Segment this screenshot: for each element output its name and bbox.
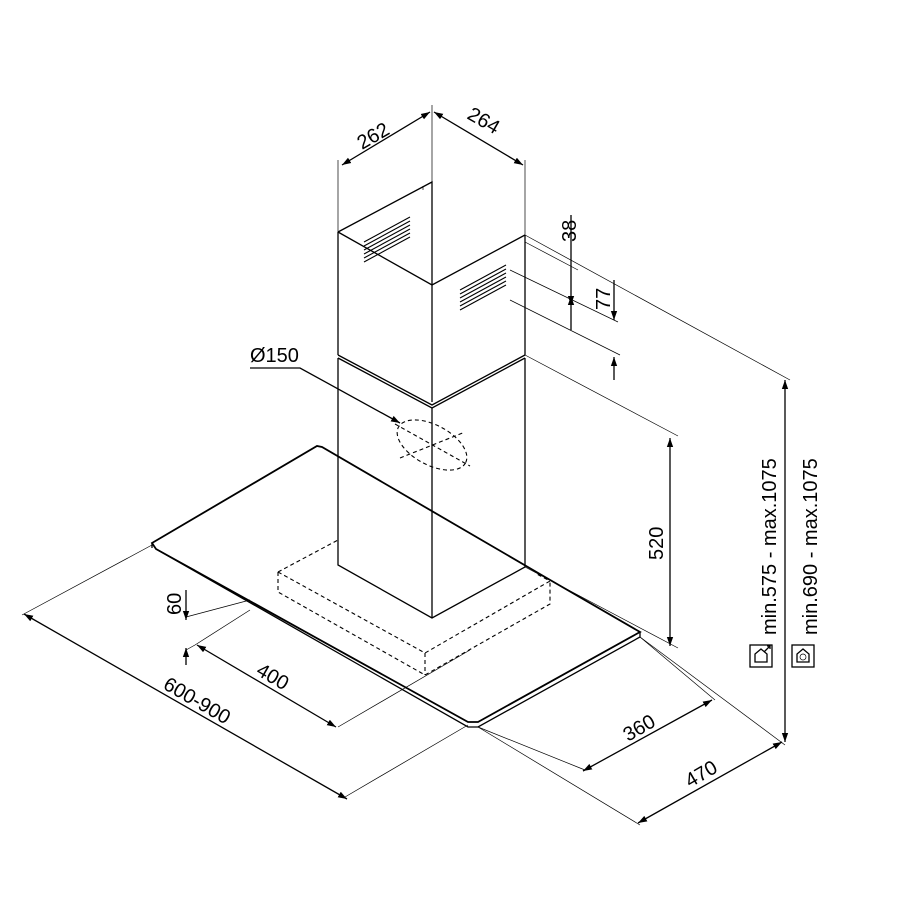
vent-slot-row <box>363 216 411 243</box>
dim-60-label: 60 <box>164 593 186 615</box>
dim-600-900-label: 600-900 <box>160 673 235 729</box>
dim-vent: 38 77 <box>509 215 621 380</box>
vent-slot-row <box>459 276 507 303</box>
dim-262-label: 262 <box>354 119 394 155</box>
vent-slot-row <box>363 236 411 263</box>
vent-slot-row <box>459 268 507 295</box>
dim-outlet: Ø150 <box>250 345 401 424</box>
dim-diameter-label: Ø150 <box>250 345 299 367</box>
height-recirculation-label: min.690 - max.1075 <box>800 458 822 635</box>
dim-overall-height: min.575 - max.1075 min.690 - max.1075 <box>749 380 822 742</box>
vent-slot-row <box>363 224 411 251</box>
hidden-motor-box <box>277 539 552 676</box>
dim-canopy-width: 600-900 <box>21 544 469 800</box>
vent-slot-row <box>363 220 411 247</box>
upper-duct <box>337 180 526 402</box>
vent-slot-row <box>459 280 507 307</box>
dim-lower-duct-height: 520 <box>524 354 679 649</box>
vent-slot-row <box>363 232 411 259</box>
vent-slot-row <box>459 272 507 299</box>
outlet-opening <box>394 419 471 471</box>
dim-400-label: 400 <box>253 659 293 695</box>
dim-77-label: 77 <box>593 288 615 310</box>
vent-slot-row <box>459 284 507 311</box>
lower-duct <box>337 354 526 619</box>
vent-slot-row <box>363 228 411 255</box>
vent-grille-left <box>363 216 411 263</box>
extraction-mode-icon <box>749 644 773 668</box>
vent-grille-right <box>459 264 507 311</box>
dim-38-label: 38 <box>559 220 581 242</box>
dim-470-label: 470 <box>682 757 722 793</box>
dim-360-label: 360 <box>620 711 660 747</box>
dim-520-label: 520 <box>646 527 668 560</box>
vent-slot-row <box>459 264 507 291</box>
canopy <box>150 445 642 728</box>
height-extraction-label: min.575 - max.1075 <box>759 458 781 635</box>
recirculation-mode-icon <box>791 644 815 668</box>
